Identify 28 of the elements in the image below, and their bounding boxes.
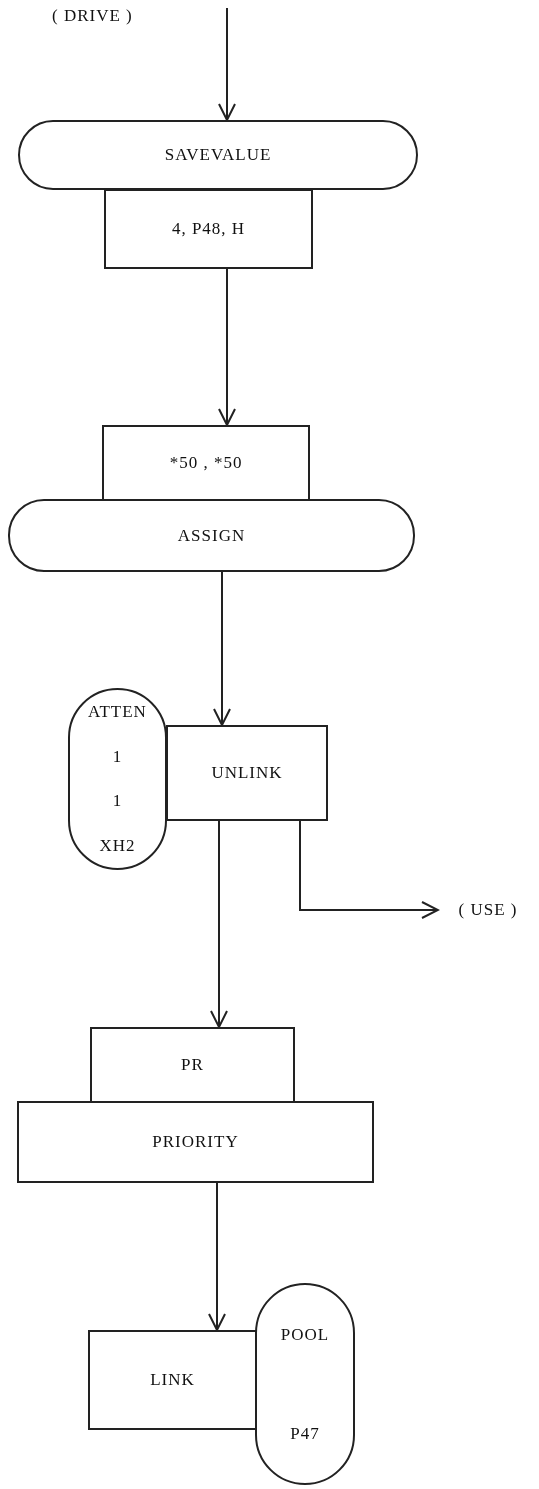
arrow [299,820,439,919]
block-label: LINK [150,1370,195,1390]
block-label: ATTEN [88,702,147,723]
block-label: ( USE ) [458,900,518,920]
arrow [218,7,236,121]
block-label: 1 [112,746,123,767]
operand-box [102,425,310,501]
block-label: PRIORITY [152,1132,239,1152]
block-label: 4, P48, H [171,219,246,239]
operand-box [90,1027,295,1103]
block-label: 1 [112,791,123,812]
block-label: PR [181,1055,204,1075]
process-box [166,725,328,821]
block-label: P47 [290,1423,320,1444]
arrow [213,571,231,726]
block-label: XH2 [99,835,136,856]
arrow [210,820,228,1028]
arrow [218,268,236,426]
block-label: ASSIGN [177,525,246,546]
entry-label: ( DRIVE ) [52,6,133,26]
block-label: POOL [280,1324,330,1345]
operand-box [104,189,313,269]
arrow [208,1182,226,1331]
block-label: SAVEVALUE [164,145,272,165]
process-box [17,1101,374,1183]
process-box [88,1330,257,1430]
block-label: UNLINK [211,763,283,783]
block-label: *50 , *50 [169,453,243,473]
